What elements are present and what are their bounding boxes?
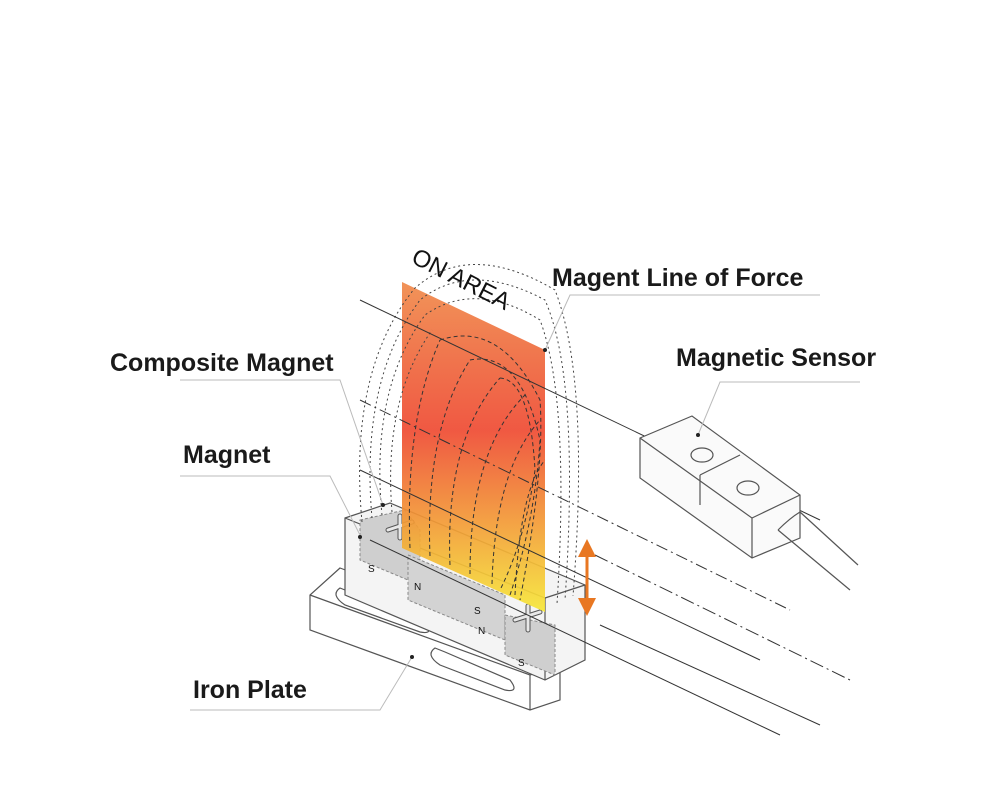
pole-label-n: N [478,626,485,637]
magnet-middle [407,554,506,641]
pole-label-s: S [474,606,481,617]
magnetic-sensor-label: Magnetic Sensor [676,344,876,372]
pole-label-s: S [368,564,375,575]
magnet-label: Magnet [183,441,271,469]
sensor-hole [690,447,714,463]
on-area-field [402,282,546,612]
field-lines [359,264,580,605]
composite-magnet-label: Composite Magnet [110,349,334,377]
magnetic-sensor [639,415,859,591]
pole-label-n: N [414,582,421,593]
iron-plate-label: Iron Plate [193,676,307,704]
magnet-right [504,614,556,676]
guide-lines [359,299,851,736]
leader-lines [180,294,860,711]
screw-icon [512,603,543,633]
sensor-hole [736,480,760,496]
pole-label-s: S [518,658,525,669]
line-of-force-label: Magent Line of Force [552,264,804,292]
iron-plate-slot [430,647,515,692]
